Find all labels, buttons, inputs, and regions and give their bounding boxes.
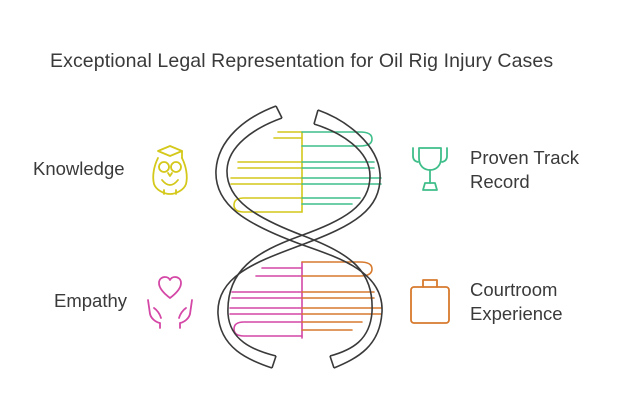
empathy-label: Empathy [54,290,128,311]
track-record-rungs [301,131,382,205]
courtroom-label-line2: Experience [470,303,563,324]
courtroom-rungs [301,261,382,331]
helix-strand-b-inner [227,123,371,357]
knowledge-label: Knowledge [33,158,125,179]
empathy-rungs [229,261,303,339]
helix-strands [215,105,383,369]
courtroom-label-line1: Courtroom [470,279,558,300]
track-record-label-line1: Proven Track [470,147,579,168]
owl-graduate-icon [152,145,188,195]
courtroom-label: Courtroom Experience [470,278,563,326]
knowledge-rungs [230,131,303,213]
helix-strand-a [215,105,383,369]
helix-strand-a-inner [226,117,373,357]
track-record-label: Proven Track Record [470,146,579,194]
page-title: Exceptional Legal Representation for Oil… [50,50,554,72]
heart-hands-icon [147,276,193,329]
briefcase-icon [410,279,450,324]
track-record-label-line2: Record [470,171,530,192]
trophy-icon [412,147,448,191]
helix-strand-b [217,109,381,369]
